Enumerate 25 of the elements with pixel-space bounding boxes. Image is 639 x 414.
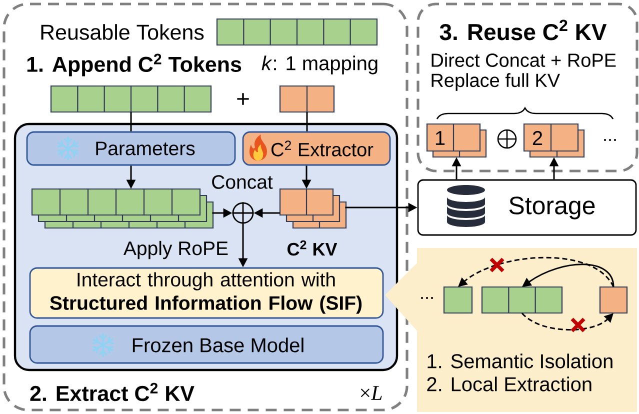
annotation: k: 1 mapping xyxy=(262,56,378,74)
connector xyxy=(130,112,132,132)
process-box: Interact through attention with Structured Information Flow (SIF) xyxy=(29,267,384,319)
step-heading: 1. Append C$^{2}$ Tokens xyxy=(27,54,242,76)
operator-label: Concat xyxy=(212,175,273,189)
step-heading: 2. Extract C$^{2}$ KV xyxy=(30,382,194,402)
process-box: C$^{2}$ Extractor xyxy=(242,131,391,166)
token-stack xyxy=(31,188,214,229)
storage-box: Storage xyxy=(417,179,637,236)
token-row xyxy=(279,85,335,113)
ellipsis: ... xyxy=(604,139,616,141)
token-row xyxy=(50,85,212,113)
note-text: Replace full KV xyxy=(432,73,560,91)
step-heading: 3. Reuse C$^{2}$ KV xyxy=(440,20,607,40)
repeat-label: ×L xyxy=(360,386,382,400)
token-stack: 2 xyxy=(523,123,585,158)
text-label: Reusable Tokens xyxy=(41,24,204,40)
process-box: Parameters xyxy=(26,131,236,166)
token-stack: 1 xyxy=(426,123,487,158)
edge-label: Apply RoPE xyxy=(123,240,228,260)
plus-sign: + xyxy=(237,93,249,105)
stack-label: C$^{2}$ KV xyxy=(287,240,338,256)
note-text: Direct Concat + RoPE xyxy=(432,53,616,67)
process-box: Frozen Base Model xyxy=(29,325,384,364)
connector xyxy=(306,112,308,132)
